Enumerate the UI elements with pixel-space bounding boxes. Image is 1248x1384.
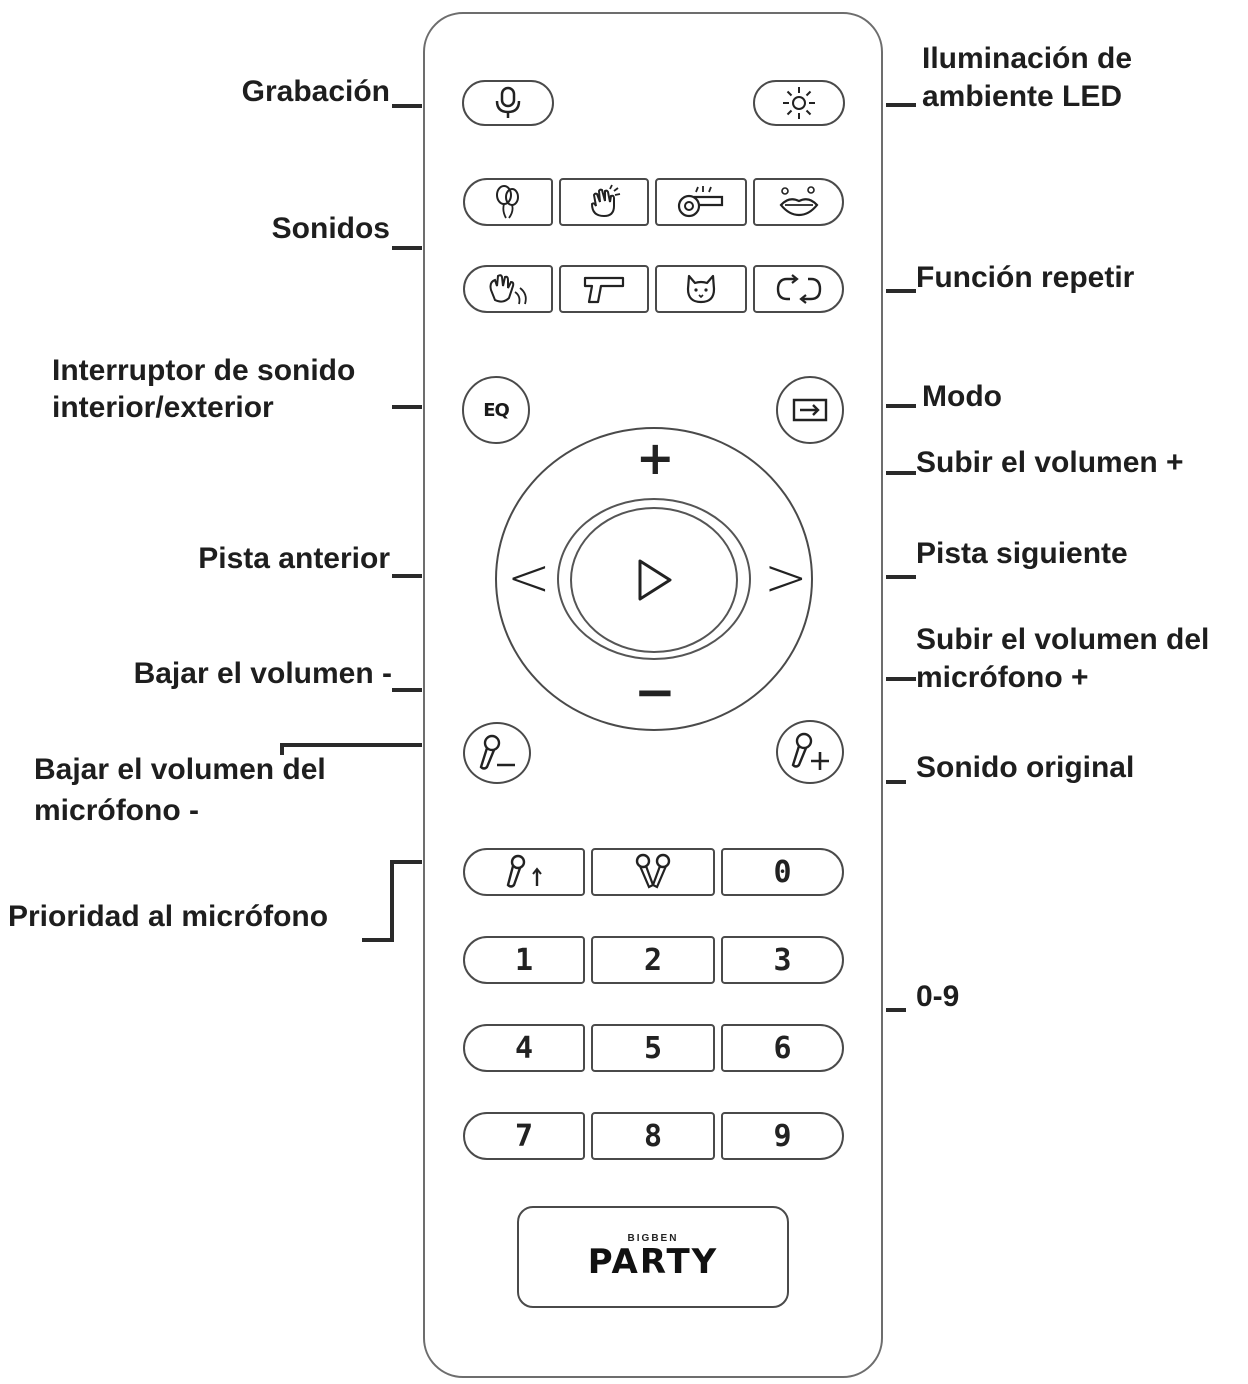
leader-line: [886, 289, 916, 293]
mic-volume-down-button[interactable]: [463, 722, 531, 784]
label-modo: Modo: [922, 380, 1002, 413]
microphone-icon: [495, 86, 521, 118]
leader-line: [280, 743, 284, 755]
leader-line: [392, 405, 422, 409]
record-button[interactable]: [462, 80, 554, 126]
digit-label: 2: [643, 942, 663, 978]
digit-2-button[interactable]: 2: [591, 936, 715, 984]
leader-line: [886, 103, 916, 107]
play-button[interactable]: [570, 507, 738, 653]
label-subir-volumen: Subir el volumen +: [916, 446, 1184, 479]
eq-button[interactable]: EQ: [462, 376, 530, 444]
volume-down-button[interactable]: −: [634, 663, 676, 721]
digit-label: 5: [643, 1030, 663, 1066]
label-iluminacion-2: ambiente LED: [922, 80, 1123, 113]
mic-priority-button[interactable]: [463, 848, 585, 896]
label-sonido-original: Sonido original: [916, 751, 1135, 784]
brand-logo: BIGBEN PARTY: [517, 1206, 789, 1308]
logo-brand-small: BIGBEN: [627, 1232, 679, 1244]
sound-wave-button[interactable]: [463, 265, 553, 313]
repeat-icon: [776, 274, 821, 304]
digit-label: 4: [514, 1030, 534, 1066]
sound-applause-button[interactable]: [559, 178, 649, 226]
balloons-icon: [496, 185, 519, 219]
sun-icon: [783, 87, 815, 119]
mic-plus-icon: [791, 732, 829, 770]
leader-line: [390, 860, 422, 864]
label-sonidos: Sonidos: [271, 212, 390, 245]
leader-line: [886, 404, 916, 408]
digit-label: 8: [643, 1118, 663, 1154]
label-subir-mic-1: Subir el volumen del: [916, 623, 1210, 656]
logo-brand-party: PARTY: [587, 1241, 719, 1282]
previous-track-button[interactable]: <: [507, 548, 551, 608]
digit-7-button[interactable]: 7: [463, 1112, 585, 1160]
label-prioridad-mic: Prioridad al micrófono: [8, 900, 329, 933]
play-icon: [638, 559, 672, 601]
digit-0-button[interactable]: 0: [721, 848, 844, 896]
leader-line: [886, 1008, 906, 1012]
digit-1-button[interactable]: 1: [463, 936, 585, 984]
label-pista-siguiente: Pista siguiente: [916, 537, 1128, 570]
label-bajar-volumen: Bajar el volumen -: [133, 657, 392, 690]
label-subir-mic-2: micrófono +: [916, 661, 1089, 694]
kiss-lips-icon: [779, 186, 818, 217]
leader-line: [392, 574, 422, 578]
eq-label: EQ: [483, 399, 510, 421]
gun-icon: [583, 276, 625, 304]
digit-label: 9: [773, 1118, 792, 1154]
digit-6-button[interactable]: 6: [721, 1024, 844, 1072]
input-icon: [792, 398, 828, 422]
digit-9-button[interactable]: 9: [721, 1112, 844, 1160]
leader-line: [392, 246, 422, 250]
digit-label: 0: [773, 854, 792, 890]
label-0-9: 0-9: [916, 980, 960, 1013]
digit-label: 6: [773, 1030, 792, 1066]
digit-5-button[interactable]: 5: [591, 1024, 715, 1072]
leader-line: [886, 575, 916, 579]
leader-line: [362, 938, 394, 942]
digit-label: 1: [514, 942, 534, 978]
sound-balloons-button[interactable]: [463, 178, 553, 226]
sound-kiss-button[interactable]: [753, 178, 844, 226]
label-grabacion: Grabación: [241, 75, 390, 108]
digit-4-button[interactable]: 4: [463, 1024, 585, 1072]
cat-icon: [686, 274, 716, 304]
led-light-button[interactable]: [753, 80, 845, 126]
label-iluminacion-1: Iluminación de: [922, 42, 1133, 75]
volume-up-button[interactable]: +: [636, 431, 675, 485]
sound-cat-button[interactable]: [655, 265, 747, 313]
label-interruptor-2: interior/exterior: [52, 391, 274, 424]
digit-8-button[interactable]: 8: [591, 1112, 715, 1160]
mode-button[interactable]: [776, 376, 844, 444]
mic-minus-icon: [479, 734, 515, 770]
label-funcion-repetir: Función repetir: [916, 261, 1135, 294]
original-sound-button[interactable]: [591, 848, 715, 896]
leader-line: [390, 860, 394, 942]
leader-line: [392, 688, 422, 692]
digit-label: 7: [514, 1118, 534, 1154]
label-interruptor-1: Interruptor de sonido: [52, 354, 356, 387]
digit-label: 3: [773, 942, 792, 978]
next-track-button[interactable]: >: [764, 548, 808, 608]
repeat-button[interactable]: [753, 265, 844, 313]
mic-volume-up-button[interactable]: [776, 720, 844, 784]
sound-gun-button[interactable]: [559, 265, 649, 313]
waving-hand-icon: [489, 274, 527, 305]
mic-priority-icon: [506, 854, 542, 888]
whistle-icon: [677, 186, 724, 218]
leader-line: [280, 743, 422, 747]
digit-3-button[interactable]: 3: [721, 936, 844, 984]
leader-line: [392, 104, 422, 108]
label-pista-anterior: Pista anterior: [198, 542, 390, 575]
label-bajar-mic-2: micrófono -: [34, 794, 199, 827]
sound-whistle-button[interactable]: [655, 178, 747, 226]
leader-line: [886, 780, 906, 784]
clapping-hands-icon: [590, 184, 621, 218]
label-bajar-mic-1: Bajar el volumen del: [34, 753, 326, 786]
leader-line: [886, 471, 916, 475]
dual-mic-icon: [635, 853, 671, 889]
leader-line: [886, 677, 916, 681]
